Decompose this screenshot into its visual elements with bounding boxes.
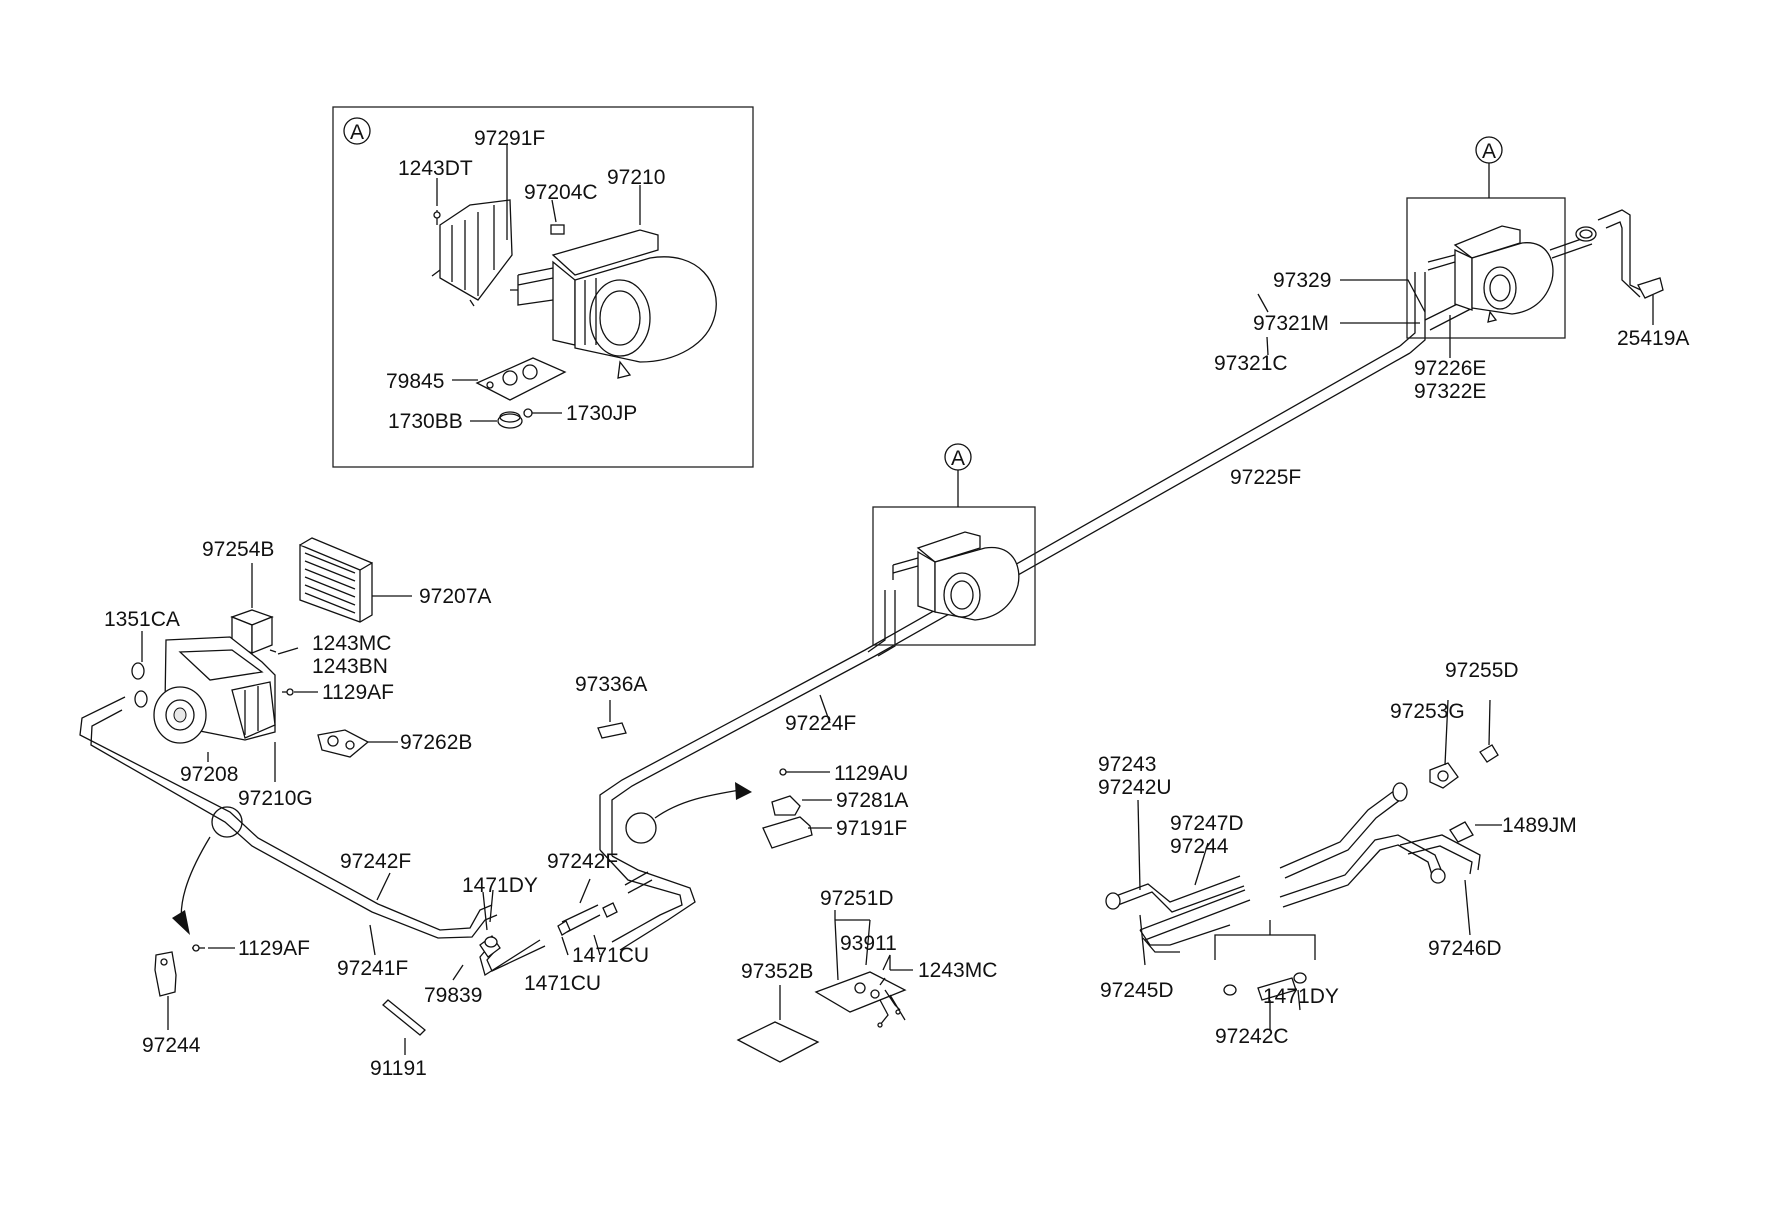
part-label: 79845 [386, 370, 444, 393]
part-label: 97253G [1390, 700, 1465, 723]
bracket-part [431, 199, 513, 307]
part-label: 97210G [238, 787, 313, 810]
heater-unit-part [510, 229, 717, 379]
part-label: 97241F [337, 957, 408, 980]
part-label: 97255D [1445, 659, 1519, 682]
screw-icon [879, 977, 886, 986]
part-label: 1351CA [104, 608, 180, 631]
part-label: 1471DY [1263, 985, 1339, 1008]
part-label: 97262B [400, 731, 472, 754]
clip-part [550, 224, 565, 235]
arrow-line [180, 836, 211, 926]
hose-piece-part [1257, 977, 1297, 1001]
grommet-part [497, 408, 533, 429]
radiator-part [299, 537, 373, 623]
bottom-center-components: 97251D 93911 97352B 1243MC [736, 887, 997, 1063]
callout-a-label: A [951, 447, 965, 470]
part-label: 97244 [142, 1034, 201, 1057]
callout-a-label: A [1482, 140, 1496, 163]
center-hoses: 97242F 97242F 1471DY 97241F 1471CU 1471C… [337, 850, 653, 1080]
part-label: 1730JP [566, 402, 637, 425]
clamp-part [771, 795, 801, 816]
part-label: 1489JM [1502, 814, 1577, 837]
pad-part [597, 722, 627, 739]
part-label: 97254B [202, 538, 274, 561]
part-label: 1243BN [312, 655, 388, 678]
part-label: 97243 [1098, 753, 1156, 776]
part-label: 1471DY [462, 874, 538, 897]
part-label: 97207A [419, 585, 491, 608]
heater-core-part [153, 636, 276, 744]
detail-circle [625, 812, 657, 844]
part-label: 1129AF [322, 681, 394, 704]
part-label: 1471CU [572, 944, 649, 967]
part-label: 1471CU [524, 972, 601, 995]
part-label: 25419A [1617, 327, 1689, 350]
cover-plate-part [814, 971, 907, 1013]
part-label: 97281A [836, 789, 908, 812]
screw-icon [269, 649, 277, 653]
part-label: 97242U [1098, 776, 1172, 799]
part-label: 1243MC [312, 632, 391, 655]
connector-part [1479, 744, 1499, 763]
part-label: 1243DT [398, 157, 473, 180]
part-label: 97244 [1170, 835, 1229, 858]
part-label: 97191F [836, 817, 907, 840]
cover-plate-part [736, 1021, 820, 1063]
part-label: 97226E [1414, 357, 1486, 380]
part-label: 97225F [1230, 466, 1301, 489]
arrow-line [654, 789, 741, 819]
arrow-head-icon [172, 910, 190, 935]
right-hose-assembly: 97255D 97253G 97243 97242U 1489JM 97247D… [1098, 659, 1577, 1048]
bolt-icon [131, 662, 145, 680]
detail-a-inset: A [332, 106, 754, 468]
bolt-icon [134, 690, 148, 708]
center-right-components: 1129AU 97281A 97191F [654, 762, 908, 849]
part-label: 97291F [474, 127, 545, 150]
callout-a-label: A [350, 121, 364, 144]
part-label: 97321C [1214, 352, 1288, 375]
detail-circle [211, 806, 243, 838]
clamp-part [1429, 762, 1459, 789]
part-label: 97245D [1100, 979, 1174, 1002]
filter-part [230, 609, 274, 654]
part-label: 97246D [1428, 937, 1502, 960]
part-label: 1243MC [918, 959, 997, 982]
part-label: 97204C [524, 181, 598, 204]
main-pipe-run [79, 259, 1554, 951]
bracket-part [154, 951, 177, 997]
part-label: 97210 [607, 166, 665, 189]
detail-a-box-middle: A [872, 443, 1036, 646]
gasket-part [475, 357, 567, 401]
part-label: 97224F [785, 712, 856, 735]
gasket-part [317, 729, 370, 758]
part-label: 1129AU [834, 762, 908, 785]
part-label: 93911 [840, 932, 897, 955]
arrow-head-icon [735, 782, 752, 800]
part-label: 97242C [1215, 1025, 1289, 1048]
part-label: 79839 [424, 984, 482, 1007]
part-label: 1129AF [238, 937, 310, 960]
clip-part [1449, 821, 1474, 843]
part-label: 97251D [820, 887, 894, 910]
part-label: 1730BB [388, 410, 463, 433]
part-label: 97208 [180, 763, 238, 786]
detail-a-box-right: A [1406, 136, 1664, 339]
part-label: 91191 [370, 1057, 427, 1080]
part-label: 97336A [575, 673, 647, 696]
left-components: 97254B 97207A 1351CA 1243MC 1243BN 1129A… [104, 537, 491, 810]
lower-left-components: 1129AF 97244 [142, 836, 310, 1057]
part-label: 97247D [1170, 812, 1244, 835]
part-label: 97242F [340, 850, 411, 873]
screw-icon [433, 210, 441, 225]
part-label: 97321M [1253, 312, 1329, 335]
part-label: 97352B [741, 960, 813, 983]
part-label: 97329 [1273, 269, 1331, 292]
rod-part [382, 999, 426, 1036]
part-label: 97242F [547, 850, 618, 873]
bracket-part [762, 816, 813, 849]
part-label: 97322E [1414, 380, 1486, 403]
